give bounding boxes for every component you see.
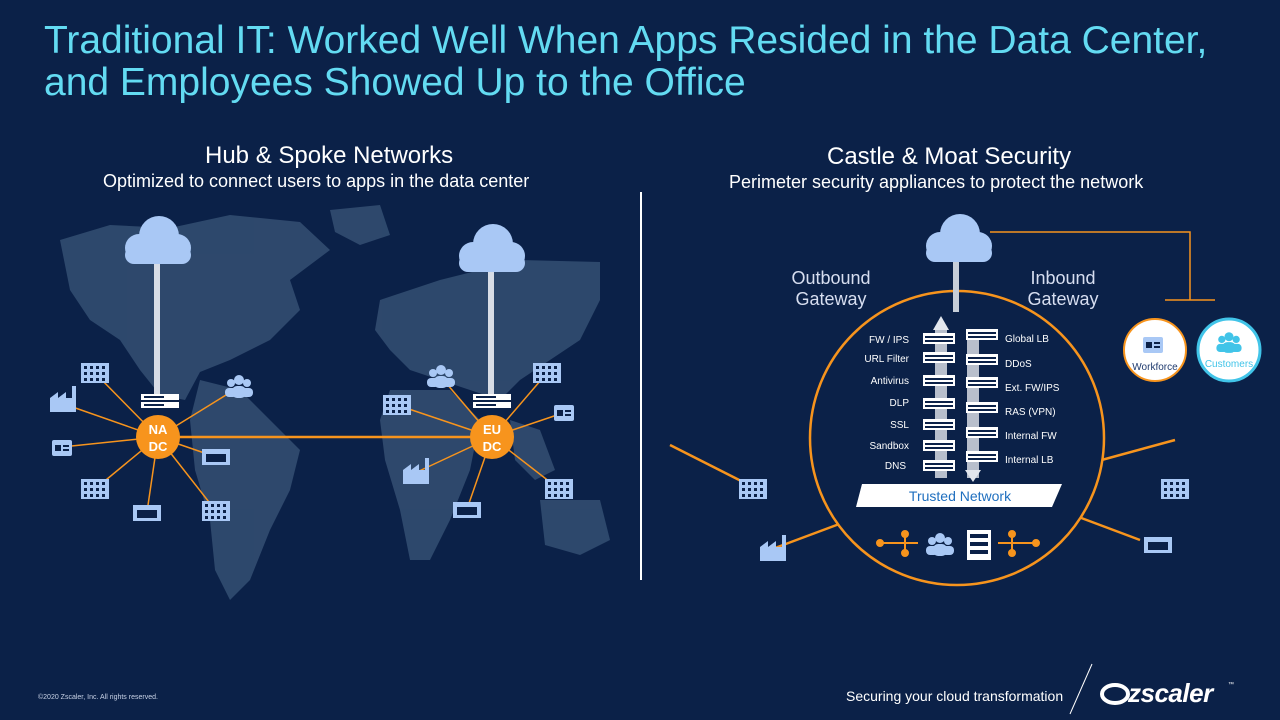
building-icon [81, 363, 109, 383]
eu-dc-label-1: EU [483, 422, 501, 437]
building-icon [739, 479, 767, 499]
eu-dc-hub [470, 415, 514, 459]
workforce-label: Workforce [1132, 362, 1178, 373]
inbound-item: DDoS [1005, 359, 1032, 370]
trusted-network-banner [856, 484, 1062, 507]
castle-moat-heading: Castle & Moat Security [827, 143, 1072, 170]
footer-tagline: Securing your cloud transformation [846, 688, 1064, 704]
castle-moat-circle [808, 289, 1106, 587]
server-icon [141, 394, 179, 408]
customers-icon [1216, 332, 1242, 353]
cloud-icon [459, 224, 525, 272]
cloud-icon [926, 214, 992, 262]
inbound-item: RAS (VPN) [1005, 407, 1056, 418]
outbound-item: Sandbox [870, 441, 909, 452]
outbound-item: FW / IPS [869, 335, 909, 346]
outbound-item: Antivirus [871, 376, 909, 387]
na-dc-label-2: DC [149, 439, 168, 454]
trusted-network-label: Trusted Network [909, 488, 1012, 504]
outbound-stack [923, 333, 955, 471]
page-title-line2: and Employees Showed Up to the Office [44, 61, 746, 104]
section-divider [640, 192, 642, 580]
page-title-line1: Traditional IT: Worked Well When Apps Re… [44, 19, 1208, 62]
hub-spoke-subheading: Optimized to connect users to apps in th… [103, 171, 530, 191]
building-icon [81, 479, 109, 499]
users-icon [225, 375, 253, 398]
inbound-item: Global LB [1005, 334, 1049, 345]
zscaler-wordmark: zscaler [1128, 678, 1213, 708]
factory-icon [760, 535, 786, 561]
eu-dc-label-2: DC [483, 439, 502, 454]
inbound-item: Ext. FW/IPS [1005, 383, 1060, 394]
employee-badge-icon [52, 440, 72, 456]
server-icon [473, 394, 511, 408]
branch-office-icon [133, 505, 161, 521]
copyright: ©2020 Zscaler, Inc. All rights reserved. [38, 694, 158, 701]
factory-icon [50, 386, 76, 412]
customers-label: Customers [1205, 359, 1253, 370]
outbound-item: URL Filter [864, 354, 909, 365]
hub-cloud-links [154, 262, 494, 397]
outbound-gateway-label-2: Gateway [795, 289, 866, 309]
inbound-item: Internal LB [1005, 455, 1054, 466]
branch-office-icon [453, 502, 481, 518]
branch-office-icon [1144, 537, 1172, 553]
server-rack-icon [967, 530, 991, 560]
na-dc-hub [136, 415, 180, 459]
employee-badge-icon [1143, 337, 1163, 353]
cloud-link [953, 262, 959, 312]
na-dc-label-1: NA [149, 422, 168, 437]
world-map [60, 205, 610, 600]
outbound-item: DLP [890, 398, 910, 409]
hub-spoke-heading: Hub & Spoke Networks [205, 142, 454, 169]
castle-moat-subheading: Perimeter security appliances to protect… [729, 172, 1144, 192]
outbound-item: DNS [885, 461, 906, 472]
page-title: Traditional IT: Worked Well When Apps Re… [44, 20, 1244, 104]
inbound-item: Internal FW [1005, 431, 1057, 442]
trademark-symbol: ™ [1228, 682, 1234, 688]
internal-network [876, 530, 1040, 557]
building-icon [545, 479, 573, 499]
building-icon [202, 501, 230, 521]
building-icon [383, 395, 411, 415]
branch-office-icon [202, 449, 230, 465]
outbound-gateway-label-1: Outbound [791, 268, 870, 288]
inbound-gateway-label-1: Inbound [1030, 268, 1095, 288]
building-icon [533, 363, 561, 383]
inbound-gateway-label-2: Gateway [1027, 289, 1098, 309]
building-icon [1161, 479, 1189, 499]
employee-badge-icon [554, 405, 574, 421]
outbound-item: SSL [890, 420, 909, 431]
cloud-icon [125, 216, 191, 264]
zscaler-logo-icon [1100, 683, 1130, 705]
